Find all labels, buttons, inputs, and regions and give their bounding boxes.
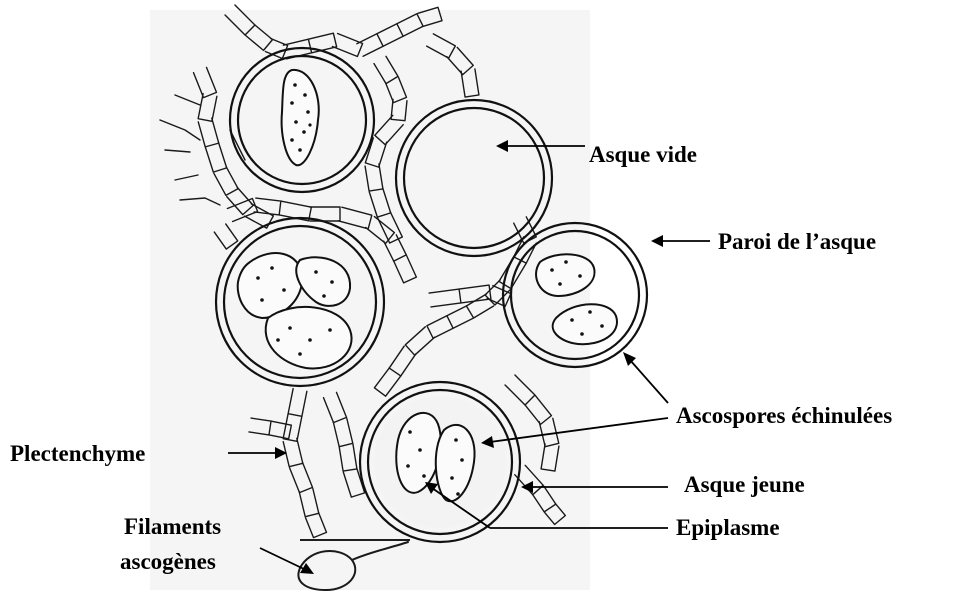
label-paroi: Paroi de l’asque	[718, 229, 876, 254]
label-plectenchyme: Plectenchyme	[10, 441, 145, 466]
label-filaments-line1: Filaments	[124, 514, 221, 539]
label-asque-jeune: Asque jeune	[684, 472, 805, 497]
label-filaments-line2: ascogènes	[120, 549, 216, 574]
label-epiplasme: Epiplasme	[676, 515, 780, 540]
label-asque-vide: Asque vide	[589, 142, 697, 167]
ascus-young	[360, 382, 520, 542]
label-ascospores: Ascospores échinulées	[676, 403, 892, 428]
